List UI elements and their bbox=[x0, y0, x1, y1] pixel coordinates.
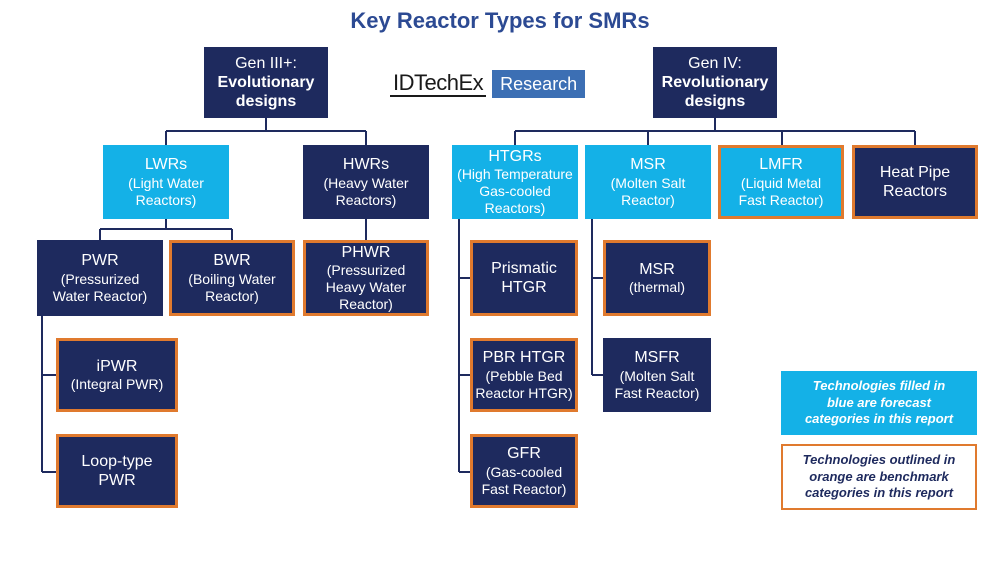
lwrs-full: (Light Water Reactors) bbox=[128, 174, 204, 208]
pbr-abbr: PBR HTGR bbox=[482, 349, 566, 367]
diagram-title: Key Reactor Types for SMRs bbox=[350, 8, 650, 33]
lmfr-full: (Liquid Metal Fast Reactor) bbox=[738, 174, 824, 208]
heat-pipe-label: Heat Pipe Reactors bbox=[879, 163, 951, 200]
msfr-full: (Molten Salt Fast Reactor) bbox=[614, 367, 700, 401]
gen3-line3: designs bbox=[235, 93, 297, 111]
loop-pwr-box: Loop-type PWR bbox=[56, 434, 178, 508]
htgrs-box: HTGRs (High Temperature Gas-cooled React… bbox=[452, 145, 578, 219]
phwr-full: (Pressurized Heavy Water Reactor) bbox=[325, 261, 407, 313]
gen3-line2: Evolutionary bbox=[217, 73, 315, 91]
gen4-line1: Gen IV: bbox=[688, 54, 742, 72]
gen4-box: Gen IV: Revolutionary designs bbox=[653, 47, 777, 118]
msr-box: MSR (Molten Salt Reactor) bbox=[585, 145, 711, 219]
gfr-abbr: GFR bbox=[507, 445, 541, 463]
gen4-line3: designs bbox=[684, 93, 746, 111]
logo-brand: IDTechEx bbox=[390, 71, 487, 97]
heat-pipe-box: Heat Pipe Reactors bbox=[852, 145, 978, 219]
prismatic-box: Prismatic HTGR bbox=[470, 240, 578, 316]
gen3-line1: Gen III+: bbox=[235, 54, 297, 72]
bwr-box: BWR (Boiling Water Reactor) bbox=[169, 240, 295, 316]
loop-pwr-label: Loop-type PWR bbox=[81, 452, 153, 489]
ipwr-box: iPWR (Integral PWR) bbox=[56, 338, 178, 412]
ipwr-full: (Integral PWR) bbox=[70, 376, 164, 393]
logo-tag: Research bbox=[492, 70, 586, 98]
gfr-box: GFR (Gas-cooled Fast Reactor) bbox=[470, 434, 578, 508]
idtechex-logo: IDTechEx Research bbox=[390, 70, 586, 98]
htgrs-abbr: HTGRs bbox=[488, 147, 542, 165]
hwrs-full: (Heavy Water Reactors) bbox=[323, 174, 409, 208]
bwr-abbr: BWR bbox=[213, 252, 251, 270]
phwr-box: PHWR (Pressurized Heavy Water Reactor) bbox=[303, 240, 429, 316]
msr-abbr: MSR bbox=[630, 156, 666, 174]
hwrs-abbr: HWRs bbox=[342, 156, 390, 174]
gen3-box: Gen III+: Evolutionary designs bbox=[204, 47, 328, 118]
ipwr-abbr: iPWR bbox=[96, 357, 138, 375]
pwr-box: PWR (Pressurized Water Reactor) bbox=[37, 240, 163, 316]
phwr-abbr: PHWR bbox=[341, 243, 391, 261]
htgrs-full: (High Temperature Gas-cooled Reactors) bbox=[457, 165, 573, 217]
gen4-line2: Revolutionary bbox=[661, 73, 769, 91]
gfr-full: (Gas-cooled Fast Reactor) bbox=[481, 463, 567, 497]
lmfr-box: LMFR (Liquid Metal Fast Reactor) bbox=[718, 145, 844, 219]
hwrs-box: HWRs (Heavy Water Reactors) bbox=[303, 145, 429, 219]
legend-outlined: Technologies outlined in orange are benc… bbox=[781, 444, 977, 510]
pbr-box: PBR HTGR (Pebble Bed Reactor HTGR) bbox=[470, 338, 578, 412]
msr-thermal-box: MSR (thermal) bbox=[603, 240, 711, 316]
msfr-box: MSFR (Molten Salt Fast Reactor) bbox=[603, 338, 711, 412]
lmfr-abbr: LMFR bbox=[759, 156, 803, 174]
bwr-full: (Boiling Water Reactor) bbox=[188, 270, 276, 304]
pbr-full: (Pebble Bed Reactor HTGR) bbox=[475, 367, 573, 401]
msr-thermal-abbr: MSR bbox=[639, 260, 675, 278]
legend-filled: Technologies filled in blue are forecast… bbox=[781, 371, 977, 435]
msr-thermal-full: (thermal) bbox=[628, 279, 685, 296]
pwr-abbr: PWR bbox=[81, 252, 119, 270]
msr-full: (Molten Salt Reactor) bbox=[610, 174, 686, 208]
pwr-full: (Pressurized Water Reactor) bbox=[52, 270, 148, 304]
msfr-abbr: MSFR bbox=[634, 349, 680, 367]
prismatic-label: Prismatic HTGR bbox=[491, 259, 557, 296]
lwrs-box: LWRs (Light Water Reactors) bbox=[103, 145, 229, 219]
lwrs-abbr: LWRs bbox=[144, 156, 188, 174]
